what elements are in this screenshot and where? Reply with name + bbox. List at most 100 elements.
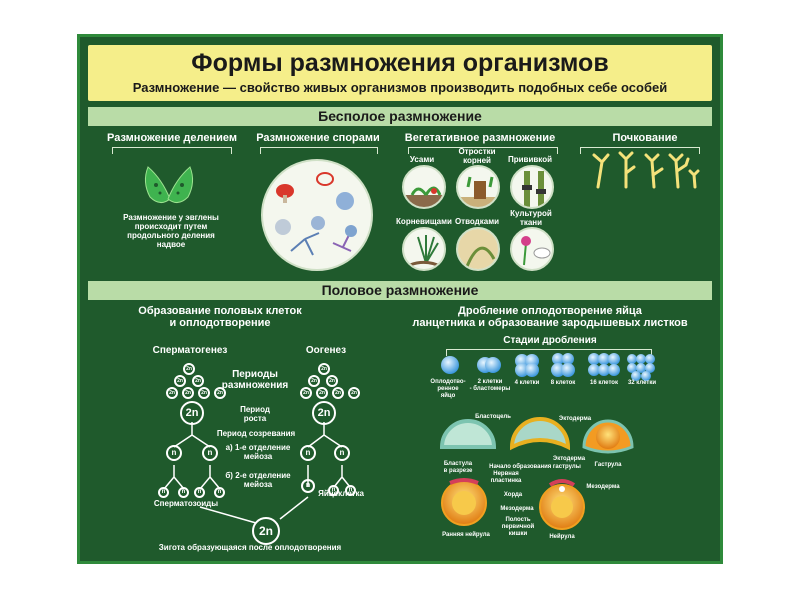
sperm-node-e: 2n: [182, 387, 194, 399]
spermatogenesis-label: Сперматогенез: [152, 345, 228, 356]
oo-node-f: 2n: [332, 387, 344, 399]
oo-n-node-1: n: [300, 445, 316, 461]
sperm-node-c: 2n: [192, 375, 204, 387]
stage-32cells: [627, 354, 655, 381]
veg-runners-image: [402, 165, 446, 209]
sperm-2n-node: 2n: [180, 401, 204, 425]
sperm-label: Сперматозоиды: [153, 499, 219, 508]
oo-node-g: 2n: [348, 387, 360, 399]
sperm-node-g: 2n: [214, 387, 226, 399]
page-title: Формы размножения организмов: [191, 49, 609, 77]
neurula: [539, 479, 585, 530]
zygote-label: Зигота образующаяся после оплодотворения: [158, 543, 342, 552]
blastocoel-label: Бластоцель: [475, 414, 511, 420]
veg-grafting-image: [510, 165, 554, 209]
sperm-node-a: 2n: [183, 363, 195, 375]
veg-root-shoots-image: [456, 165, 500, 209]
veg-label-4: Корневищами: [396, 217, 452, 226]
stage-2cells: [477, 357, 501, 373]
oo-node-e: 2n: [316, 387, 328, 399]
euglena-icon: [144, 166, 194, 203]
gastrula: [582, 419, 634, 454]
sexual-band: Половое размножение: [88, 281, 712, 300]
veg-label-1: Усами: [409, 155, 435, 164]
spores-illustration: [261, 159, 373, 271]
sperm-n-leaf-3: n: [194, 487, 205, 498]
stages-bracket: [446, 349, 652, 356]
gastrula-label: Гаструла: [594, 462, 622, 468]
period-maturation-label: Период созревания: [216, 429, 296, 438]
mesoderm-label: Мезодерма: [586, 484, 620, 490]
zygote-2n-node: 2n: [252, 517, 280, 545]
oogenesis-label: Оогенез: [305, 345, 347, 356]
euglena-caption: Размножение у эвглены происходит путем п…: [123, 213, 219, 249]
sperm-node-d: 2n: [166, 387, 178, 399]
vegetative-bracket: [408, 147, 558, 154]
sperm-n-leaf-2: n: [178, 487, 189, 498]
mesoderm2-label: Мезодерма: [500, 506, 534, 512]
hydra-icon: [592, 151, 700, 189]
stage-8cells: [551, 353, 575, 377]
stage-label-2: 2 клетки- бластомеры: [469, 379, 511, 392]
veg-label-5: Отводками: [454, 217, 500, 226]
budding-bracket: [580, 147, 700, 154]
chord-label: Хорда: [503, 492, 523, 498]
sperm-node-f: 2n: [198, 387, 210, 399]
ectoderm2-label: Эктодерма: [552, 456, 586, 462]
poster: ​ Формы размножения организмов Размножен…: [77, 34, 723, 564]
asexual-band: Бесполое размножение: [88, 107, 712, 126]
early-neurula-label: Ранняя нейрула: [442, 532, 490, 538]
oo-n-node-2: n: [334, 445, 350, 461]
stage-label-6: 32 клетки: [627, 380, 657, 386]
blastula: [439, 419, 497, 449]
spores-title: Размножение спорами: [256, 132, 380, 144]
sperm-n-leaf-4: n: [214, 487, 225, 498]
veg-layering-image: [456, 227, 500, 271]
stage-16cells: [588, 353, 620, 376]
oo-node-b: 2n: [308, 375, 320, 387]
title-band: Формы размножения организмов Размножение…: [88, 45, 712, 101]
sperm-n-leaf-1: n: [158, 487, 169, 498]
oo-2n-node: 2n: [312, 401, 336, 425]
stage-4cells: [515, 354, 539, 377]
sperm-node-b: 2n: [174, 375, 186, 387]
polar-n-2: n: [345, 485, 356, 496]
sperm-n-node-1: n: [166, 445, 182, 461]
neurula-label: Нейрула: [549, 534, 575, 540]
gastrula-start-label: Начало образования гаструлы: [489, 464, 581, 470]
budding-title: Почкование: [612, 132, 678, 144]
veg-label-3: Прививкой: [507, 155, 552, 164]
egg-n-node: n: [301, 479, 315, 493]
page-subtitle: Размножение — свойство живых организмов …: [132, 80, 668, 95]
cleavage-stages-title: Стадии дробления: [503, 335, 597, 346]
oo-node-d: 2n: [300, 387, 312, 399]
oo-node-a: 2n: [318, 363, 330, 375]
polar-n-1: n: [328, 485, 339, 496]
vegetative-title: Вегетативное размножение: [404, 132, 556, 144]
oo-node-c: 2n: [326, 375, 338, 387]
veg-rhizome-image: [402, 227, 446, 271]
sperm-n-node-2: n: [202, 445, 218, 461]
stage-label-4: 8 клеток: [550, 380, 576, 386]
division-title: Размножение делением: [107, 132, 237, 144]
division-bracket: [112, 147, 232, 154]
stage-egg: [441, 356, 459, 374]
stage-label-5: 16 клеток: [590, 380, 618, 386]
stage-label-3: 4 клетки: [514, 380, 540, 386]
veg-tissue-culture-image: [510, 227, 554, 271]
spores-bracket: [260, 147, 378, 154]
ectoderm-label: Эктодерма: [558, 416, 592, 422]
egg-label: Яйцеклетка: [318, 489, 364, 498]
